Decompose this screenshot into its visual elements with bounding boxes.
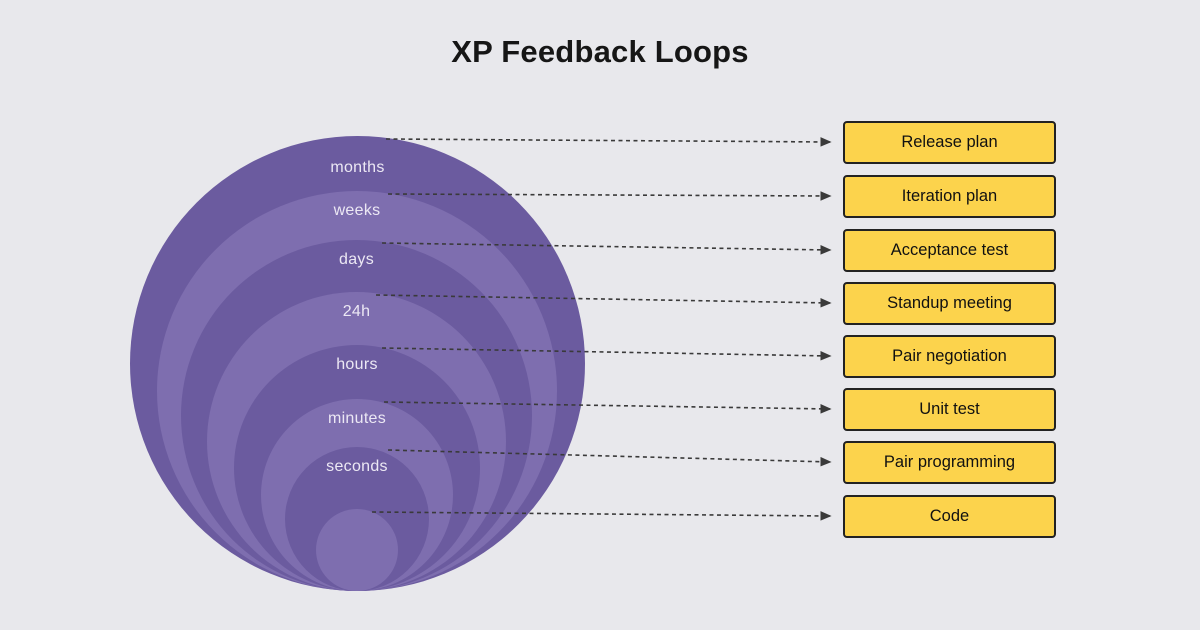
practice-label: Unit test bbox=[919, 400, 980, 418]
practice-label: Acceptance test bbox=[890, 241, 1009, 259]
practice-label: Release plan bbox=[901, 133, 998, 151]
loop-label-weeks: weeks bbox=[333, 202, 381, 219]
arrow-months-to-release-plan bbox=[385, 137, 832, 147]
practice-label: Iteration plan bbox=[901, 187, 998, 205]
loop-label-24h: 24h bbox=[342, 303, 371, 320]
practice-box-iteration-plan: Iteration plan bbox=[843, 175, 1056, 218]
diagram-title: XP Feedback Loops bbox=[451, 34, 749, 69]
practice-label: Pair programming bbox=[883, 453, 1016, 471]
practice-label: Pair negotiation bbox=[892, 347, 1007, 365]
practice-label: Code bbox=[929, 507, 970, 525]
practice-box-pair-negotiation: Pair negotiation bbox=[843, 335, 1056, 378]
loop-label-months: months bbox=[330, 159, 385, 176]
practice-box-code: Code bbox=[843, 495, 1056, 538]
loop-circle-innermost bbox=[316, 509, 398, 591]
practice-label: Standup meeting bbox=[887, 294, 1012, 312]
loop-label-days: days bbox=[339, 251, 374, 268]
practice-box-release-plan: Release plan bbox=[843, 121, 1056, 164]
practice-box-pair-programming: Pair programming bbox=[843, 441, 1056, 484]
practice-box-standup-meeting: Standup meeting bbox=[843, 282, 1056, 325]
practice-box-acceptance-test: Acceptance test bbox=[843, 229, 1056, 272]
loop-label-hours: hours bbox=[336, 356, 378, 373]
loop-label-minutes: minutes bbox=[327, 410, 387, 427]
practice-box-unit-test: Unit test bbox=[843, 388, 1056, 431]
loop-label-seconds: seconds bbox=[326, 458, 388, 475]
